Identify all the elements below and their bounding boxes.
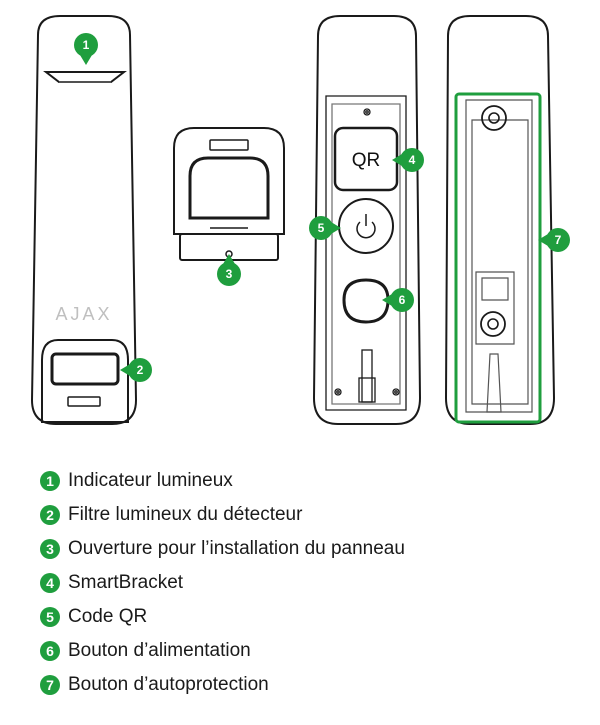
device-bottom-module <box>173 127 285 261</box>
callout-markers: 1 2 3 4 5 6 7 <box>74 33 570 382</box>
legend-label: Code QR <box>68 606 148 627</box>
screw-hole-icon <box>392 388 400 396</box>
legend-label: Bouton d’autoprotection <box>68 674 269 695</box>
legend-number-badge: 6 <box>40 641 60 661</box>
legend-number-badge: 1 <box>40 471 60 491</box>
legend-number-badge: 2 <box>40 505 60 525</box>
power-button <box>338 198 394 254</box>
screw-hole-icon <box>363 108 371 116</box>
callout-marker-2: 2 <box>120 358 152 382</box>
legend-item: 2 Filtre lumineux du détecteur <box>40 498 580 532</box>
legend-label: Bouton d’alimentation <box>68 640 251 661</box>
screw-hole-icon <box>334 388 342 396</box>
callout-marker-7: 7 <box>538 228 570 252</box>
device-diagram: AJAX QR <box>30 15 570 425</box>
qr-code-area: QR <box>333 126 399 192</box>
callout-number: 7 <box>555 233 562 247</box>
brand-logo-text: AJAX <box>55 304 112 324</box>
legend-item: 7 Bouton d’autoprotection <box>40 668 580 702</box>
legend-number-badge: 7 <box>40 675 60 695</box>
tamper-button <box>342 278 390 324</box>
callout-number: 6 <box>399 293 406 307</box>
callout-marker-1: 1 <box>74 33 98 65</box>
legend-label: SmartBracket <box>68 572 184 593</box>
power-icon <box>356 214 376 239</box>
indicator-window <box>43 71 127 83</box>
legend-label: Indicateur lumineux <box>68 470 233 491</box>
qr-code-label: QR <box>352 150 381 171</box>
legend-item: 1 Indicateur lumineux <box>40 464 580 498</box>
callout-marker-5: 5 <box>309 216 341 240</box>
callout-marker-6: 6 <box>382 288 414 312</box>
detector-light-filter <box>41 339 129 423</box>
callout-number: 5 <box>318 221 325 235</box>
legend-item: 5 Code QR <box>40 600 580 634</box>
legend-number-badge: 4 <box>40 573 60 593</box>
legend-item: 6 Bouton d’alimentation <box>40 634 580 668</box>
legend-number-badge: 3 <box>40 539 60 559</box>
smartbracket <box>325 95 407 411</box>
legend-item: 4 SmartBracket <box>40 566 580 600</box>
device-back-view: QR <box>312 15 422 425</box>
legend-item: 3 Ouverture pour l’installation du pannea… <box>40 532 580 566</box>
callout-number: 2 <box>137 363 144 377</box>
callout-marker-3: 3 <box>217 254 241 286</box>
legend-number-badge: 5 <box>40 607 60 627</box>
callout-number: 3 <box>226 267 233 281</box>
legend-label: Filtre lumineux du détecteur <box>68 504 303 525</box>
device-front-view: AJAX <box>30 15 138 425</box>
legend-label: Ouverture pour l’installation du panneau <box>68 538 405 559</box>
tamper-highlight-box <box>454 92 542 424</box>
callout-number: 4 <box>409 153 416 167</box>
callout-number: 1 <box>83 38 90 52</box>
callout-marker-4: 4 <box>392 148 424 172</box>
mounting-panel-view <box>444 15 556 425</box>
legend-list: 1 Indicateur lumineux 2 Filtre lumineux du … <box>40 464 580 702</box>
